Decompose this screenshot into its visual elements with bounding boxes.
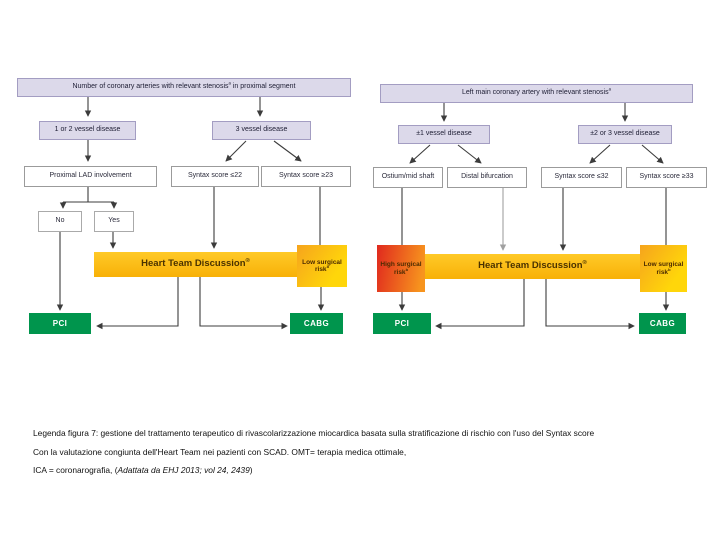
right-high-surgical-risk-box: High surgical riskb: [377, 245, 425, 292]
left-pci-box: PCI: [29, 313, 91, 334]
node-proximal-lad-involvement: Proximal LAD involvement: [24, 166, 157, 187]
node-distal-bifurcation: Distal bifurcation: [447, 167, 527, 188]
left-heart-team-discussion-bar: Heart Team Discussion®: [94, 252, 297, 277]
node-pm1-vessel-disease: ±1 vessel disease: [398, 125, 490, 144]
left-cabg-box: CABG: [290, 313, 343, 334]
node-3-vessel-disease: 3 vessel disease: [212, 121, 311, 140]
figure-caption: Legenda figura 7: gestione del trattamen…: [33, 428, 709, 484]
caption-line-3: ICA = coronarografia, (Adattata da EHJ 2…: [33, 465, 253, 475]
node-no: No: [38, 211, 82, 232]
right-low-surgical-risk-box: Low surgical riskb: [640, 245, 687, 292]
node-yes: Yes: [94, 211, 134, 232]
right-header-box: Left main coronary artery with relevant …: [380, 84, 693, 103]
node-syntax-score-le22: Syntax score ≤22: [171, 166, 259, 187]
caption-line-2: Con la valutazione congiunta dell'Heart …: [33, 446, 407, 457]
caption-line-1: Legenda figura 7: gestione del trattamen…: [33, 428, 595, 438]
left-header-box: Number of coronary arteries with relevan…: [17, 78, 351, 97]
left-low-surgical-risk-box: Low surgical riskb: [297, 245, 347, 287]
node-syntax-score-ge23: Syntax score ≥23: [261, 166, 351, 187]
node-pm2-or-3-vessel-disease: ±2 or 3 vessel disease: [578, 125, 672, 144]
right-cabg-box: CABG: [639, 313, 686, 334]
node-ostium-mid-shaft: Ostium/mid shaft: [373, 167, 443, 188]
node-syntax-score-le32: Syntax score ≤32: [541, 167, 622, 188]
node-syntax-score-ge33: Syntax score ≥33: [626, 167, 707, 188]
right-heart-team-discussion-bar: Heart Team Discussion®: [425, 254, 640, 279]
node-1-or-2-vessel-disease: 1 or 2 vessel disease: [39, 121, 136, 140]
right-pci-box: PCI: [373, 313, 431, 334]
